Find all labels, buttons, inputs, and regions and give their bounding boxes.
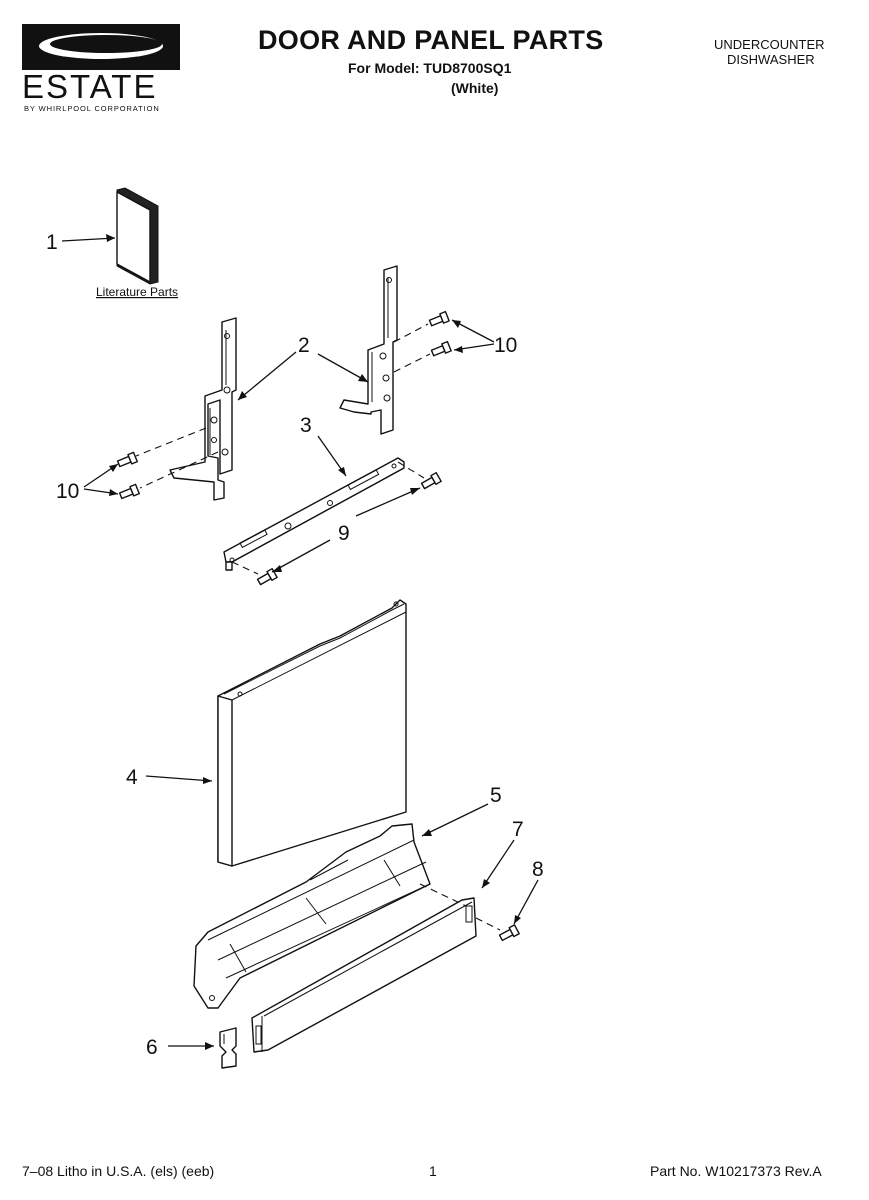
part-5-kickplate-bracket (193, 823, 431, 1009)
part-10-left-screws (116, 427, 219, 500)
litho-line: 7–08 Litho in U.S.A. (els) (eeb) (22, 1163, 215, 1179)
model-line: For Model: TUD8700SQ1 (348, 60, 512, 76)
callout-9: 9 (338, 522, 350, 545)
callout-10-right: 10 (494, 334, 517, 357)
callout-1: 1 (46, 231, 58, 254)
callout-4: 4 (126, 766, 138, 789)
brand-subline: BY WHIRLPOOL CORPORATION (24, 104, 160, 113)
part-8-screw (475, 917, 520, 942)
part-2-right-hinge (339, 265, 398, 435)
callout-7: 7 (512, 818, 524, 841)
part-number: Part No. W10217373 Rev.A (650, 1163, 822, 1179)
callout-3: 3 (300, 414, 312, 437)
product-type-line1: UNDERCOUNTER (714, 37, 825, 52)
callout-6: 6 (146, 1036, 158, 1059)
color-variant: (White) (451, 80, 499, 96)
part-3-door-rail (223, 457, 405, 571)
estate-logo (22, 24, 180, 70)
part-2-left-hinge (169, 317, 237, 501)
part-4-door-panel (217, 599, 407, 867)
page-title: DOOR AND PANEL PARTS (258, 25, 604, 55)
callout-5: 5 (490, 784, 502, 807)
logo-swoosh-inner (50, 35, 162, 53)
part-6-clip (219, 1027, 237, 1069)
part-7-toe-panel (251, 897, 477, 1053)
brand-wordmark: ESTATE (22, 68, 158, 105)
literature-parts-label: Literature Parts (96, 285, 178, 299)
part-10-right-screws (393, 310, 452, 373)
part-1-literature (61, 187, 159, 285)
callout-2: 2 (298, 334, 310, 357)
callout-8: 8 (532, 858, 544, 881)
page-number: 1 (429, 1163, 437, 1179)
part-9-screws (231, 461, 442, 586)
product-type-line2: DISHWASHER (727, 52, 815, 67)
callout-10-left: 10 (56, 480, 79, 503)
